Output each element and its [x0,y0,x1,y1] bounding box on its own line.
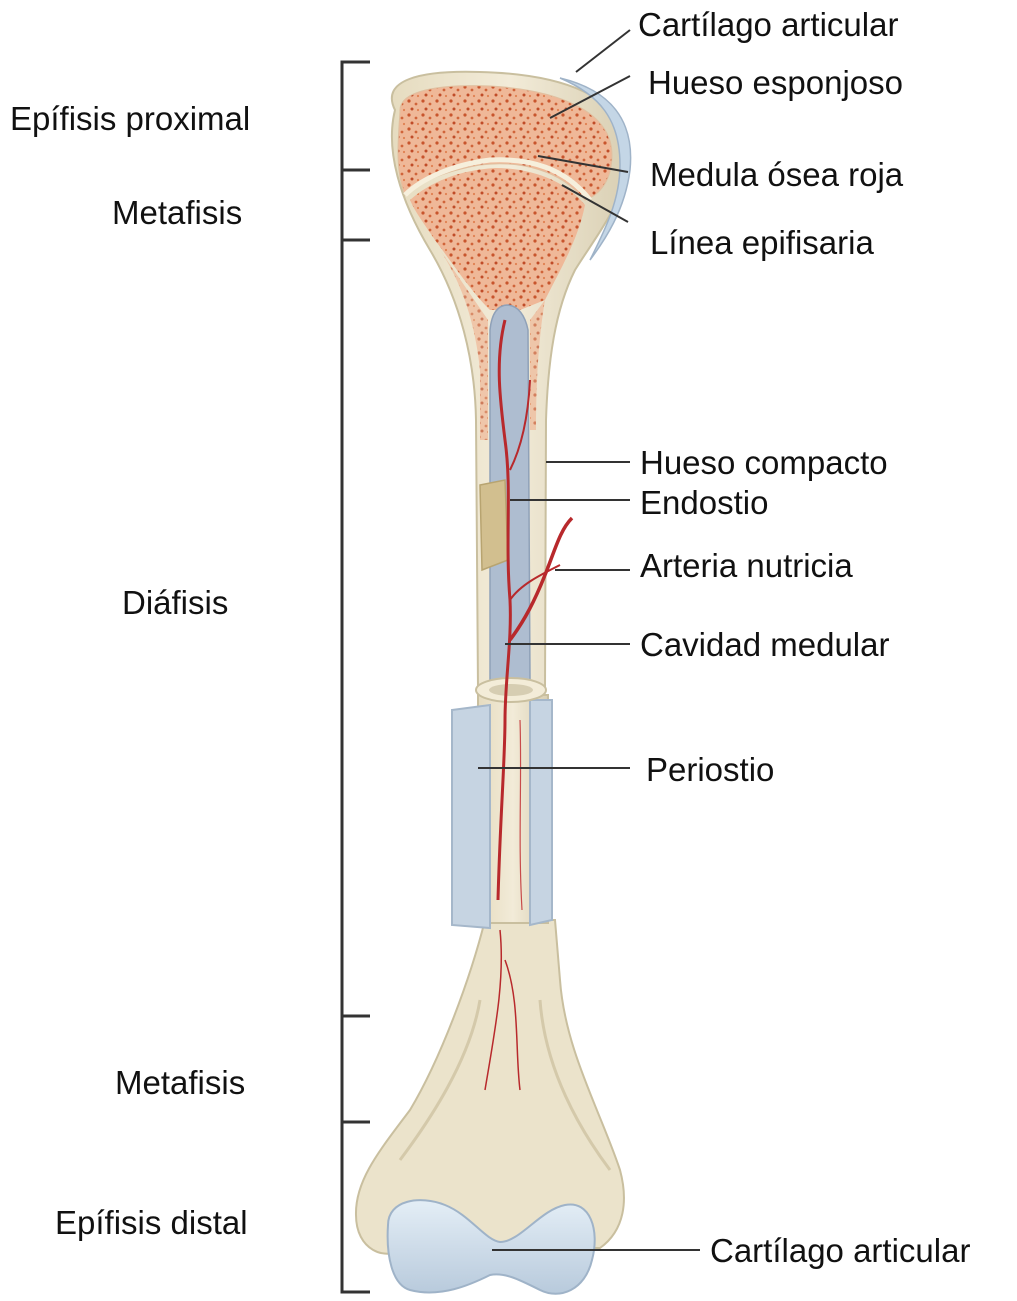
label-endostio: Endostio [640,484,768,522]
label-medula-osea-roja: Medula ósea roja [650,156,903,194]
label-cavidad-medular: Cavidad medular [640,626,889,664]
label-epifisis-proximal: Epífisis proximal [10,100,250,138]
label-metafisis-distal: Metafisis [115,1064,245,1102]
label-metafisis-proximal: Metafisis [112,194,242,232]
label-cartilago-articular-proximal: Cartílago articular [638,6,898,44]
bone-illustration [356,72,631,1294]
region-bracket [342,62,370,1292]
label-hueso-compacto: Hueso compacto [640,444,888,482]
label-periostio: Periostio [646,751,774,789]
label-diafisis: Diáfisis [122,584,228,622]
label-hueso-esponjoso: Hueso esponjoso [648,64,903,102]
periosteum-sleeve [452,705,490,928]
label-epifisis-distal: Epífisis distal [55,1204,248,1242]
label-linea-epifisaria: Línea epifisaria [650,224,874,262]
label-arteria-nutricia: Arteria nutricia [640,547,853,585]
distal-bone-body [356,920,624,1254]
endosteum-flap [480,480,508,570]
label-cartilago-articular-distal: Cartílago articular [710,1232,970,1270]
